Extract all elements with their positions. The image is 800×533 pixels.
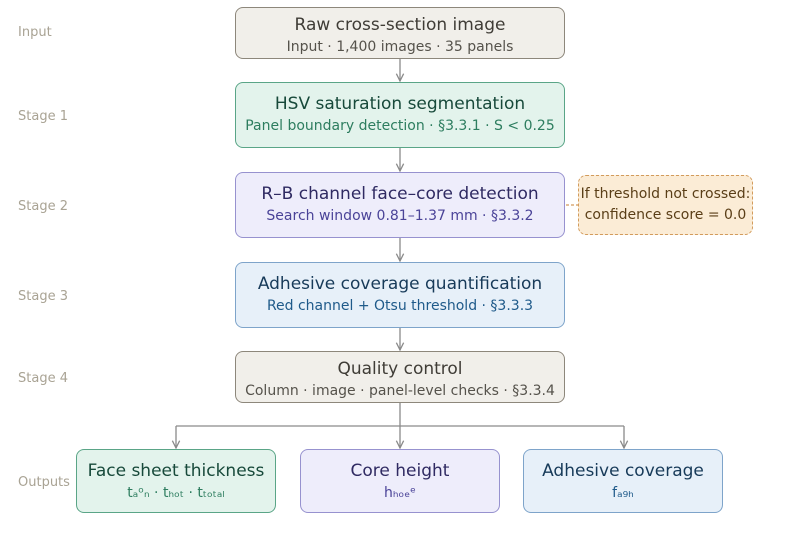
stage-label-stage3: Stage 3: [18, 289, 68, 304]
rb-detection-title: R–B channel face–core detection: [261, 184, 539, 204]
output-core-height-title: Core height: [350, 461, 450, 481]
adhesive-quantification-box: Adhesive coverage quantification Red cha…: [235, 262, 565, 328]
output-face-sheet-title: Face sheet thickness: [87, 461, 265, 481]
stage-label-outputs: Outputs: [18, 475, 70, 490]
quality-control-box: Quality control Column · image · panel-l…: [235, 351, 565, 403]
quality-control-title: Quality control: [337, 359, 463, 379]
output-face-sheet-box: Face sheet thickness tₐᵒₙ · tₕₒₜ · tₜₒₜₐ…: [76, 449, 276, 513]
hsv-segmentation-subtitle: Panel boundary detection · §3.3.1 · S < …: [245, 118, 555, 134]
stage-label-input: Input: [18, 25, 52, 40]
hsv-segmentation-box: HSV saturation segmentation Panel bounda…: [235, 82, 565, 148]
threshold-note-line2: confidence score = 0.0: [584, 207, 747, 223]
output-core-height-subtitle: hₕₒₑᵉ: [384, 485, 416, 501]
raw-image-subtitle: Input · 1,400 images · 35 panels: [286, 39, 514, 55]
output-adhesive-coverage-title: Adhesive coverage: [542, 461, 704, 481]
adhesive-quantification-subtitle: Red channel + Otsu threshold · §3.3.3: [266, 298, 534, 314]
stage-label-stage2: Stage 2: [18, 199, 68, 214]
output-core-height-box: Core height hₕₒₑᵉ: [300, 449, 500, 513]
stage-label-stage4: Stage 4: [18, 371, 68, 386]
threshold-note: If threshold not crossed: confidence sco…: [578, 175, 753, 235]
stage-label-stage1: Stage 1: [18, 109, 68, 124]
output-adhesive-coverage-box: Adhesive coverage fₐ₉ₕ: [523, 449, 723, 513]
rb-detection-subtitle: Search window 0.81–1.37 mm · §3.3.2: [266, 208, 534, 224]
hsv-segmentation-title: HSV saturation segmentation: [274, 94, 526, 114]
quality-control-subtitle: Column · image · panel-level checks · §3…: [245, 383, 555, 399]
rb-detection-box: R–B channel face–core detection Search w…: [235, 172, 565, 238]
output-adhesive-coverage-subtitle: fₐ₉ₕ: [612, 485, 634, 501]
raw-image-title: Raw cross-section image: [294, 15, 506, 35]
raw-image-box: Raw cross-section image Input · 1,400 im…: [235, 7, 565, 59]
threshold-note-line1: If threshold not crossed:: [580, 186, 751, 202]
adhesive-quantification-title: Adhesive coverage quantification: [257, 274, 543, 294]
output-face-sheet-subtitle: tₐᵒₙ · tₕₒₜ · tₜₒₜₐₗ: [127, 485, 225, 501]
